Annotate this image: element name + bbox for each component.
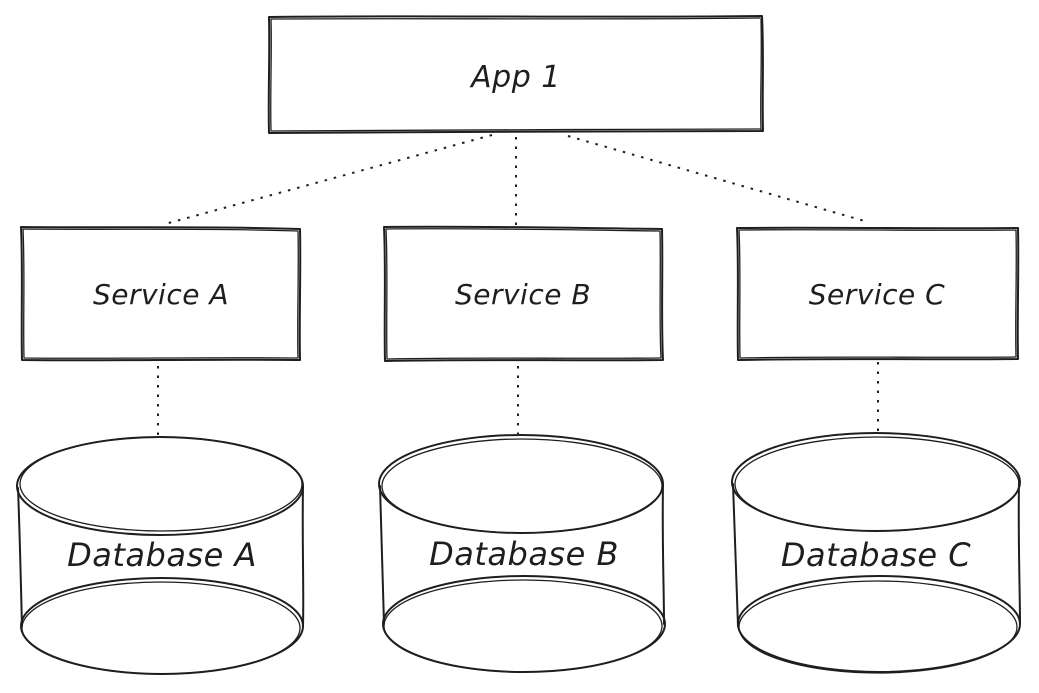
database-b-label: Database B bbox=[429, 535, 619, 573]
database-c-top-sketch bbox=[734, 436, 1020, 532]
database-a-label: Database A bbox=[67, 536, 257, 574]
database-c-sides bbox=[732, 481, 1021, 627]
service-c-box-sketch bbox=[738, 229, 1017, 359]
database-a-sides bbox=[17, 485, 305, 627]
database-c-bottom bbox=[737, 575, 1021, 673]
connectors bbox=[157, 134, 879, 436]
app-box bbox=[267, 15, 764, 134]
service-node-c[interactable]: Service C bbox=[736, 226, 1020, 361]
database-a-bottom-sketch bbox=[21, 581, 301, 675]
service-b-box-sketch bbox=[385, 228, 662, 360]
service-a-box bbox=[20, 226, 302, 362]
service-b-label: Service B bbox=[455, 278, 591, 311]
database-node-c[interactable]: Database C bbox=[731, 432, 1021, 674]
service-b-box bbox=[383, 225, 664, 362]
service-node-a[interactable]: Service A bbox=[20, 226, 302, 362]
database-c-bottom-sketch bbox=[738, 580, 1018, 674]
service-node-b[interactable]: Service B bbox=[383, 225, 664, 362]
app-box-sketch bbox=[270, 17, 762, 132]
database-b-sides bbox=[379, 483, 665, 625]
service-a-label: Service A bbox=[93, 278, 229, 311]
service-c-box bbox=[736, 226, 1020, 361]
connector-app-service-a bbox=[164, 134, 493, 225]
database-node-a[interactable]: Database A bbox=[16, 436, 305, 675]
database-c-label: Database C bbox=[781, 536, 971, 574]
database-b-bottom-sketch bbox=[383, 579, 663, 673]
app-node[interactable]: App 1 bbox=[267, 15, 764, 134]
database-node-b[interactable]: Database B bbox=[378, 434, 666, 673]
app-label: App 1 bbox=[469, 60, 561, 95]
connector-app-service-c bbox=[567, 135, 869, 223]
service-c-label: Service C bbox=[809, 278, 945, 311]
database-b-top-sketch bbox=[381, 438, 663, 534]
service-a-box-sketch bbox=[22, 228, 299, 359]
database-a-top-sketch bbox=[19, 436, 303, 532]
